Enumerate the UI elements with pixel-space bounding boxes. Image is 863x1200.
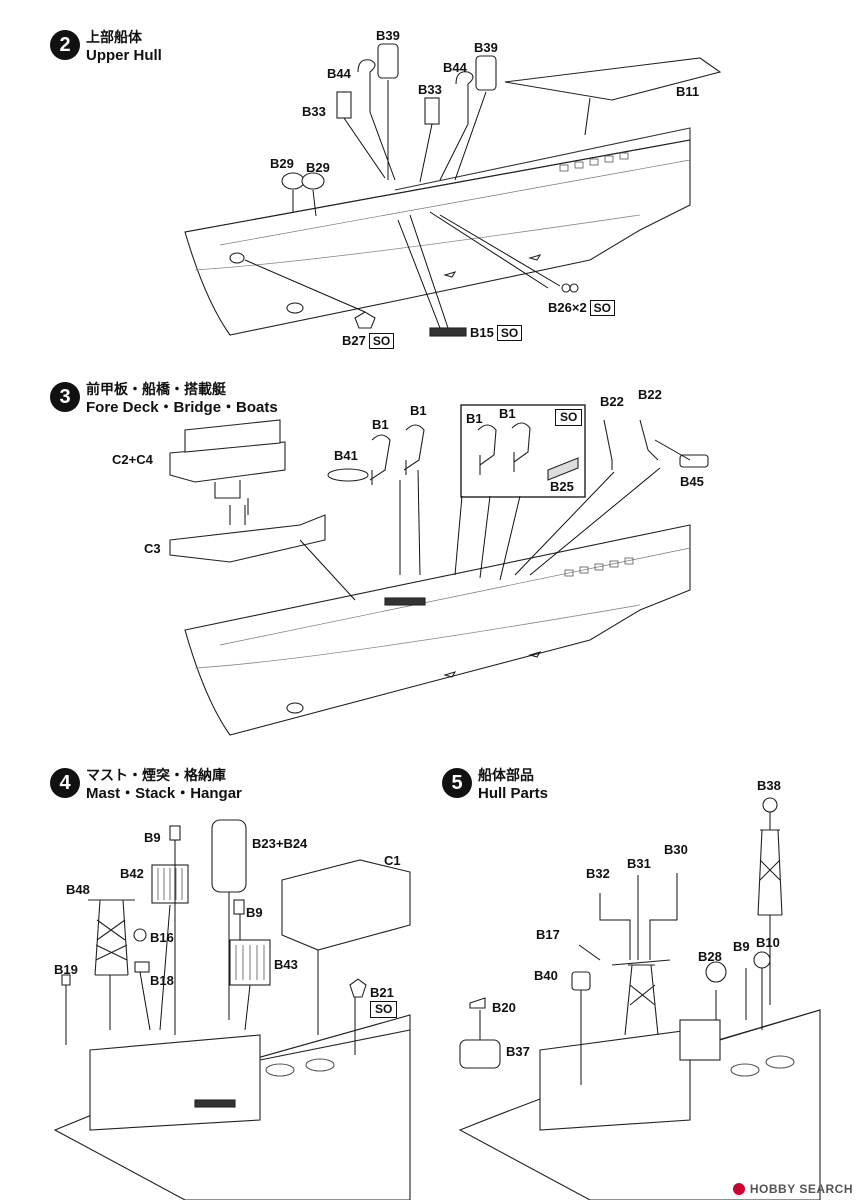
label-b37: B37 — [506, 1044, 530, 1059]
step-3-heading: 3 前甲板・船橋・搭載艇 Fore Deck・Bridge・Boats — [50, 382, 278, 416]
label-c3: C3 — [144, 541, 161, 556]
so-inset-box — [460, 404, 586, 498]
step-4-title-jp: マスト・煙突・格納庫 — [86, 768, 226, 784]
step-5-heading: 5 船体部品 Hull Parts — [442, 768, 548, 802]
part-b41 — [327, 468, 369, 482]
label-b1: B1 — [466, 411, 483, 426]
label-b32: B32 — [586, 866, 610, 881]
step-4-title-en: Mast・Stack・Hangar — [86, 785, 242, 802]
label-b33: B33 — [418, 82, 442, 97]
so-badge: SO — [368, 333, 395, 349]
label-b18: B18 — [150, 973, 174, 988]
label-b25: B25 — [550, 479, 574, 494]
step4-hull — [53, 1014, 411, 1200]
step2-hull — [184, 127, 691, 336]
step-5-title-jp: 船体部品 — [478, 768, 534, 784]
step-5-title-en: Hull Parts — [478, 785, 549, 802]
label-b22: B22 — [600, 394, 624, 409]
step-3-number: 3 — [50, 382, 80, 412]
label-c1: C1 — [384, 853, 401, 868]
label-b43: B43 — [274, 957, 298, 972]
step-4-number: 4 — [50, 768, 80, 798]
label-b20: B20 — [492, 1000, 516, 1015]
label-b9: B9 — [144, 830, 161, 845]
label-b39: B39 — [474, 40, 498, 55]
label-b9: B9 — [246, 905, 263, 920]
step-5-number: 5 — [442, 768, 472, 798]
watermark-text: HOBBY SEARCH — [749, 1182, 853, 1196]
label-b30: B30 — [664, 842, 688, 857]
part-b23b24 — [211, 819, 247, 893]
step-3-title-en: Fore Deck・Bridge・Boats — [86, 399, 278, 416]
step3-hull — [184, 524, 691, 736]
label-b16: B16 — [150, 930, 174, 945]
step5-hull — [458, 1009, 821, 1200]
label-b17: B17 — [536, 927, 560, 942]
label-b44: B44 — [327, 66, 351, 81]
label-b21: B21 — [370, 985, 394, 1000]
so-badge: SO — [370, 1001, 398, 1018]
part-c1 — [281, 859, 411, 951]
step-2-title-jp: 上部船体 — [86, 30, 142, 46]
so-badge: SO — [555, 409, 583, 426]
label-b33: B33 — [302, 104, 326, 119]
step-2-number: 2 — [50, 30, 80, 60]
part-c3 — [169, 514, 326, 563]
label-c2-c4: C2+C4 — [112, 452, 153, 467]
label-b38: B38 — [757, 778, 781, 793]
label-b1: B1 — [372, 417, 389, 432]
label-b40: B40 — [534, 968, 558, 983]
part-b48 — [88, 899, 135, 976]
label-b22: B22 — [638, 387, 662, 402]
label-b19: B19 — [54, 962, 78, 977]
label-b45: B45 — [680, 474, 704, 489]
label-b39: B39 — [376, 28, 400, 43]
step-2-title-en: Upper Hull — [86, 47, 162, 64]
part-c2c4 — [169, 419, 286, 499]
label-b23-b24: B23+B24 — [252, 836, 308, 851]
hobby-search-logo-icon — [732, 1183, 745, 1195]
label-b10: B10 — [756, 935, 780, 950]
label-b41: B41 — [334, 448, 358, 463]
label-b48: B48 — [66, 882, 90, 897]
label-b11: B11 — [676, 84, 700, 99]
step5-mast — [611, 959, 671, 1036]
label-b44: B44 — [443, 60, 467, 75]
label-b9: B9 — [733, 939, 750, 954]
label-b29: B29 — [270, 156, 294, 171]
label-b1: B1 — [499, 406, 516, 421]
label-b42: B42 — [120, 866, 144, 881]
label-b28: B28 — [698, 949, 722, 964]
step2-small-parts — [281, 43, 579, 337]
step-2-heading: 2 上部船体 Upper Hull — [50, 30, 162, 64]
label-b29: B29 — [306, 160, 330, 175]
so-badge: SO — [496, 325, 523, 341]
part-b38 — [757, 797, 783, 916]
watermark: HOBBY SEARCH — [732, 1182, 853, 1196]
step-4-heading: 4 マスト・煙突・格納庫 Mast・Stack・Hangar — [50, 768, 242, 802]
label-b31: B31 — [627, 856, 651, 871]
part-b11 — [504, 57, 722, 101]
so-badge: SO — [589, 300, 616, 316]
label-b1: B1 — [410, 403, 427, 418]
step-3-title-jp: 前甲板・船橋・搭載艇 — [86, 382, 226, 398]
